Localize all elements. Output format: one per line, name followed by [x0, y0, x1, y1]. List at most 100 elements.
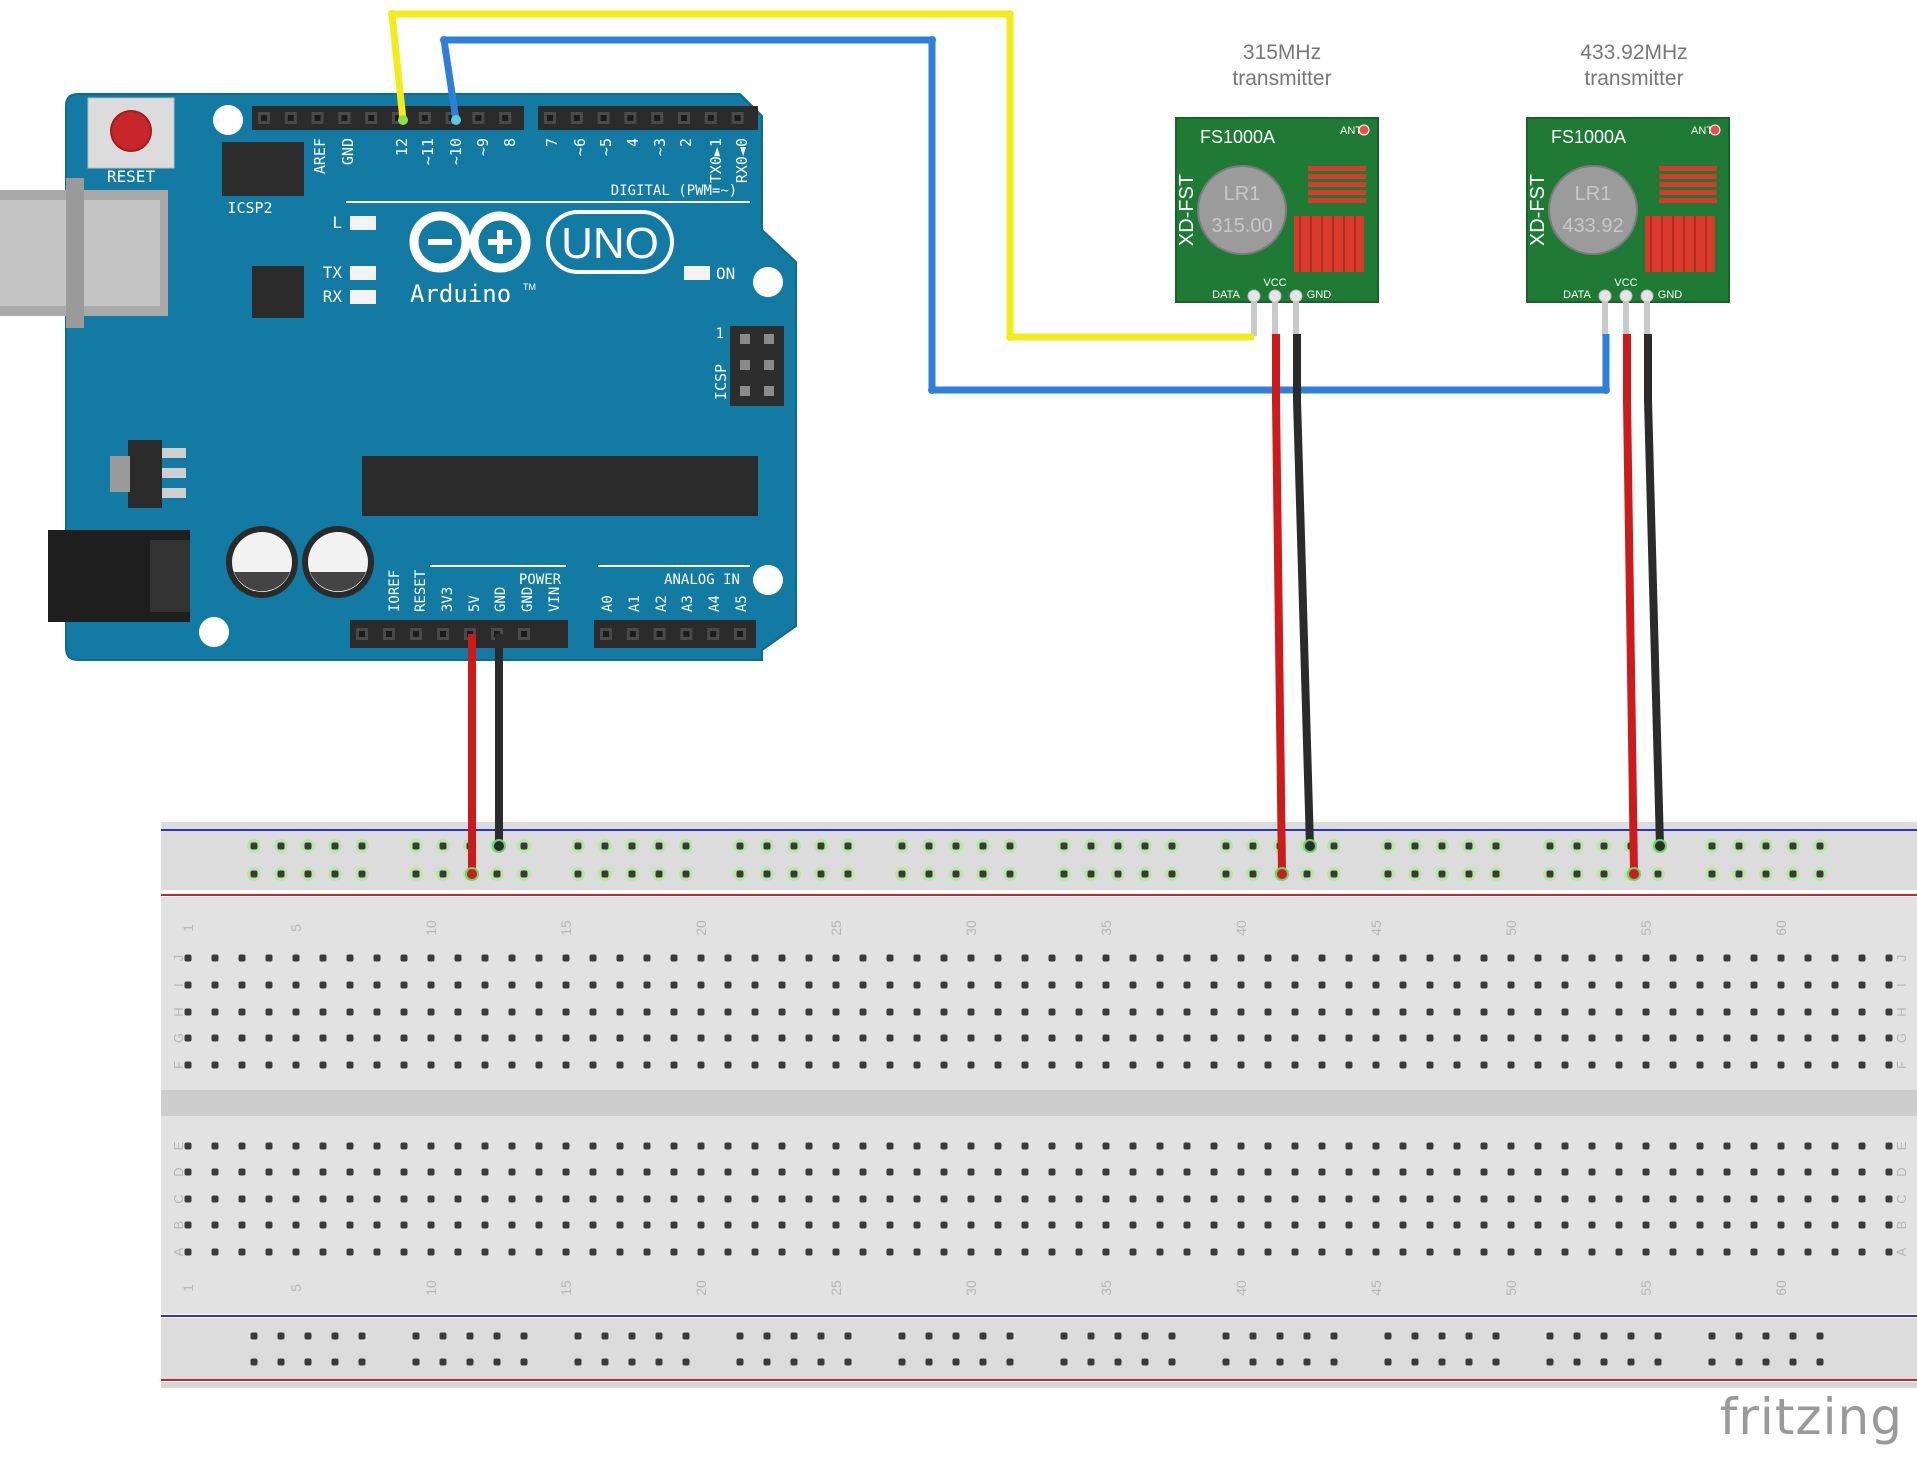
- terminal-hole: [751, 981, 759, 989]
- terminal-hole: [1048, 1034, 1056, 1042]
- terminal-hole: [400, 1248, 408, 1256]
- terminal-hole: [400, 1221, 408, 1229]
- terminal-hole: [859, 1221, 867, 1229]
- digital-pin-label: ~11: [419, 138, 437, 165]
- terminal-hole: [1345, 1034, 1353, 1042]
- tx2-gnd-wire[interactable]: [1644, 334, 1664, 847]
- terminal-hole: [1858, 1034, 1866, 1042]
- terminal-hole: [616, 1008, 624, 1016]
- terminal-hole: [292, 1061, 300, 1069]
- terminal-hole: [454, 1168, 462, 1176]
- terminal-hole: [1399, 1061, 1407, 1069]
- terminal-hole: [211, 1195, 219, 1203]
- terminal-hole: [643, 1248, 651, 1256]
- terminal-hole: [1129, 981, 1137, 989]
- row-letter: A: [1894, 1247, 1909, 1256]
- terminal-hole: [805, 1061, 813, 1069]
- terminal-hole: [1561, 1061, 1569, 1069]
- rail-hole: [1384, 842, 1392, 850]
- rail-hole: [790, 1358, 798, 1366]
- terminal-hole: [1210, 1221, 1218, 1229]
- terminal-hole: [1777, 1142, 1785, 1150]
- column-number: 55: [1638, 920, 1654, 936]
- terminal-hole: [1534, 1221, 1542, 1229]
- terminal-hole: [1588, 1195, 1596, 1203]
- terminal-hole: [1210, 1168, 1218, 1176]
- rail-hole: [1627, 1332, 1635, 1340]
- terminal-hole: [184, 1034, 192, 1042]
- terminal-hole: [724, 1008, 732, 1016]
- terminal-hole: [1696, 1221, 1704, 1229]
- tx1-gnd-wire[interactable]: [1293, 334, 1314, 847]
- rail-hole: [682, 1332, 690, 1340]
- terminal-hole: [778, 954, 786, 962]
- terminal-hole: [1804, 1008, 1812, 1016]
- terminal-hole: [1453, 1142, 1461, 1150]
- terminal-hole: [994, 1248, 1002, 1256]
- terminal-hole: [940, 1008, 948, 1016]
- reset-button[interactable]: [110, 110, 152, 152]
- tx2-caption: 433.92MHz transmitter: [1532, 40, 1736, 92]
- terminal-hole: [886, 1168, 894, 1176]
- icsp2-header: [222, 142, 304, 196]
- row-letter: I: [171, 983, 186, 987]
- terminal-hole: [1750, 1195, 1758, 1203]
- led-rx: [350, 290, 376, 304]
- terminal-hole: [859, 1142, 867, 1150]
- tx2-vcc-wire[interactable]: [1623, 334, 1638, 875]
- terminal-hole: [1291, 1248, 1299, 1256]
- terminal-hole: [373, 1142, 381, 1150]
- rail-hole: [682, 1358, 690, 1366]
- terminal-hole: [1642, 954, 1650, 962]
- terminal-hole: [967, 1248, 975, 1256]
- terminal-hole: [1399, 954, 1407, 962]
- terminal-hole: [346, 1248, 354, 1256]
- uno-text: UNO: [561, 219, 659, 268]
- terminal-hole: [1399, 1248, 1407, 1256]
- terminal-hole: [589, 1142, 597, 1150]
- terminal-hole: [1021, 1142, 1029, 1150]
- row-letter: H: [1894, 1007, 1909, 1016]
- rail-hole: [331, 870, 339, 878]
- terminal-hole: [697, 1248, 705, 1256]
- terminal-hole: [1237, 1034, 1245, 1042]
- terminal-hole: [1831, 1008, 1839, 1016]
- terminal-hole: [346, 1195, 354, 1203]
- digital-pin-label: 7: [543, 138, 561, 147]
- terminal-hole: [994, 1061, 1002, 1069]
- rail-hole: [655, 1332, 663, 1340]
- rail-hole: [1708, 1358, 1716, 1366]
- terminal-hole: [670, 1168, 678, 1176]
- terminal-hole: [751, 954, 759, 962]
- mounting-hole: [213, 105, 243, 135]
- analog-pin-label: A1: [627, 595, 643, 612]
- rail-hole: [250, 870, 258, 878]
- terminal-hole: [1102, 1061, 1110, 1069]
- coil-turn: [1659, 174, 1717, 179]
- rail-hole: [1330, 1332, 1338, 1340]
- terminal-hole: [1156, 1221, 1164, 1229]
- module-model-label: FS1000A: [1551, 127, 1626, 147]
- terminal-hole: [670, 981, 678, 989]
- terminal-hole: [454, 1034, 462, 1042]
- terminal-hole: [859, 1034, 867, 1042]
- terminal-hole: [1561, 1195, 1569, 1203]
- rail-hole: [1087, 1358, 1095, 1366]
- rail-hole: [304, 1332, 312, 1340]
- rail-hole: [412, 870, 420, 878]
- blue-data-wire[interactable]: [440, 36, 1610, 394]
- terminal-hole: [481, 1248, 489, 1256]
- tx1-vcc-wire[interactable]: [1272, 334, 1286, 875]
- terminal-hole: [751, 1195, 759, 1203]
- module-pin-head: [1619, 289, 1633, 303]
- rail-hole: [952, 870, 960, 878]
- rail-hole: [601, 1358, 609, 1366]
- rail-hole: [1060, 870, 1068, 878]
- terminal-hole: [1210, 1142, 1218, 1150]
- rail-hole: [412, 842, 420, 850]
- rail-hole: [1087, 1332, 1095, 1340]
- header-pin-hole: [440, 631, 446, 637]
- terminal-hole: [1588, 1034, 1596, 1042]
- terminal-hole: [508, 1142, 516, 1150]
- rail-hole: [682, 870, 690, 878]
